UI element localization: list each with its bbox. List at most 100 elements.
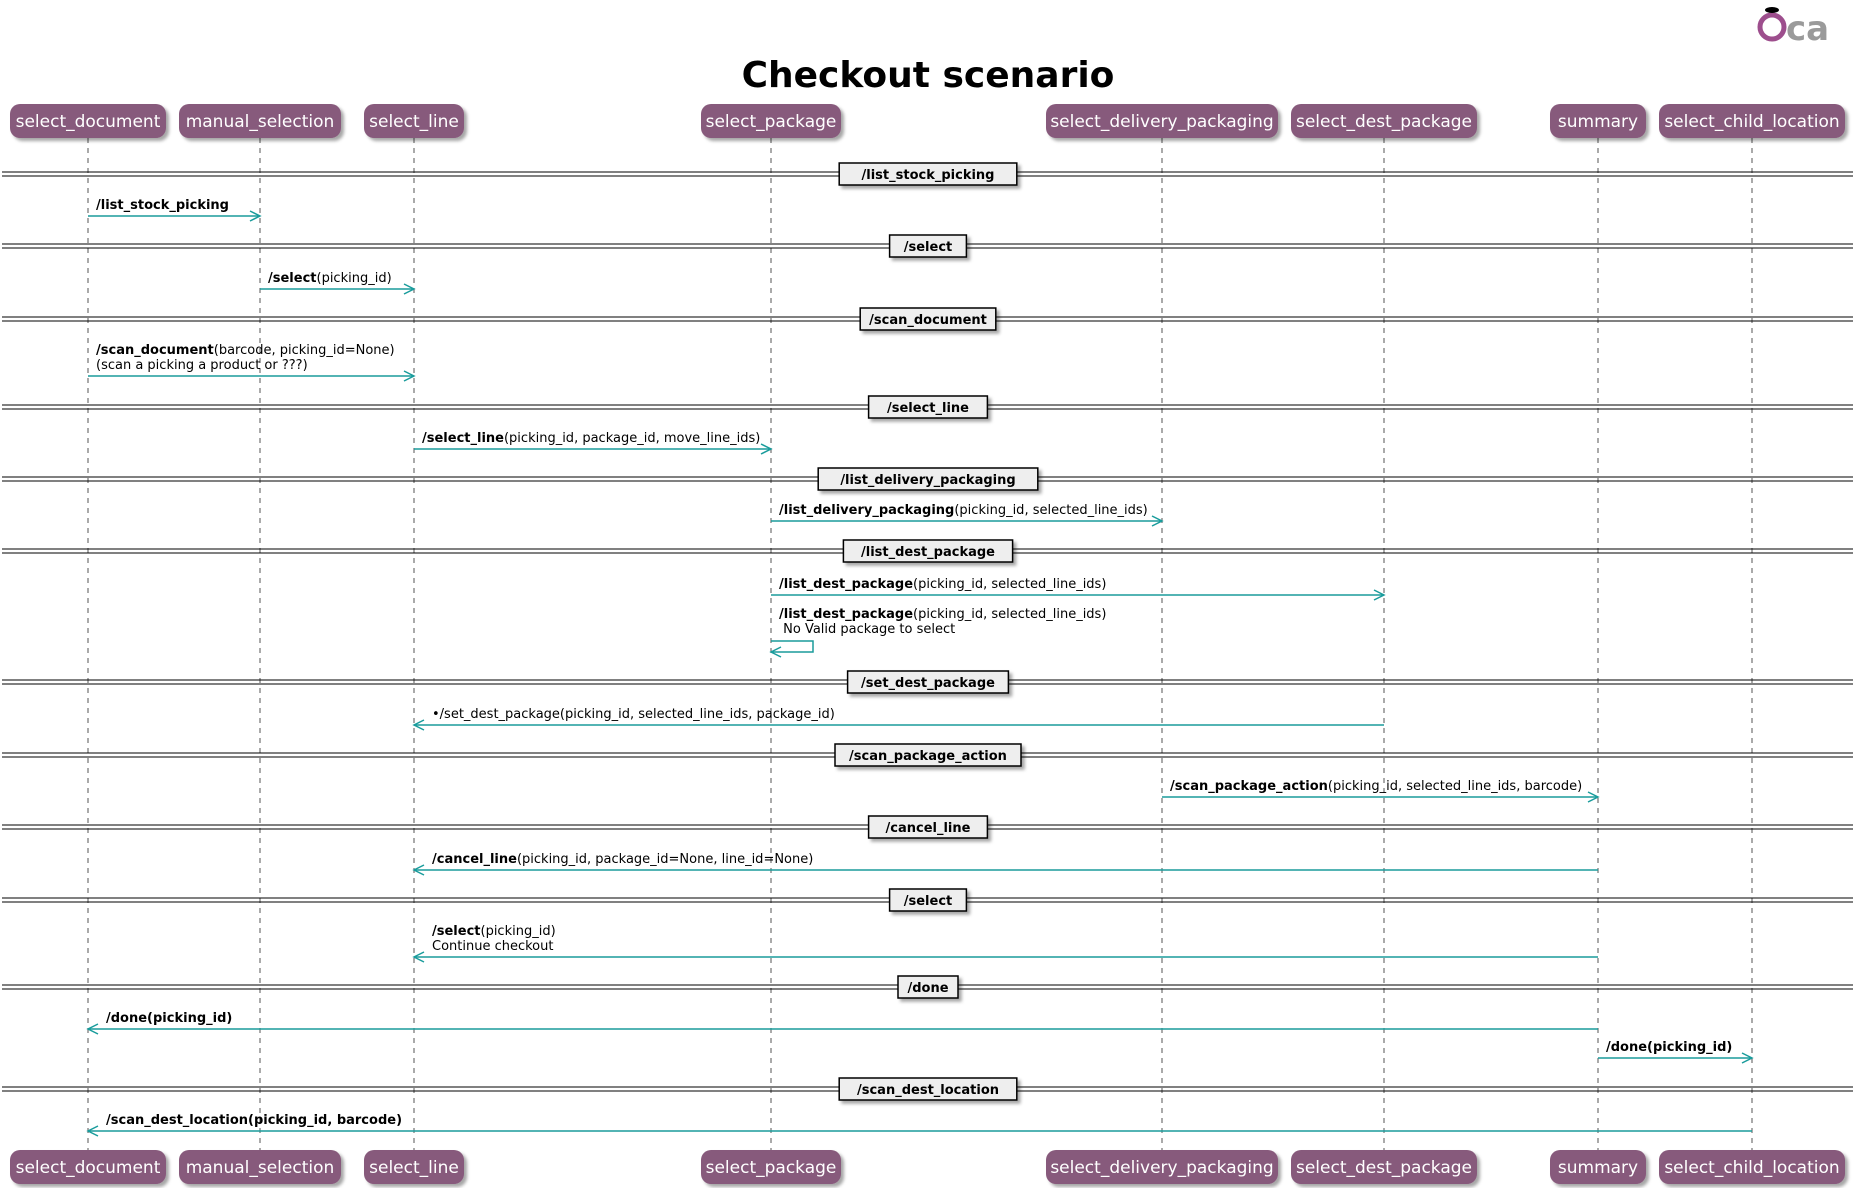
- participant-label: select_child_location: [1664, 1158, 1839, 1178]
- divider-label: /list_stock_picking: [862, 168, 995, 183]
- participant-label: select_package: [706, 1158, 837, 1178]
- oca-logo: ca: [1757, 7, 1829, 49]
- participant-bottom-select_dest_package: select_dest_package: [1291, 1150, 1477, 1184]
- divider: /scan_document: [2, 307, 1853, 331]
- participant-box: [10, 104, 166, 138]
- message-label: /done(picking_id): [1606, 1040, 1732, 1055]
- participant-top-select_package: select_package: [701, 104, 841, 138]
- participant-label: select_delivery_packaging: [1050, 112, 1273, 132]
- arrow-head: [1741, 1052, 1754, 1064]
- divider-label: /select: [904, 894, 953, 909]
- arrow-head: [249, 210, 262, 222]
- participant-label: select_dest_package: [1296, 1158, 1472, 1178]
- participant-box: [1291, 104, 1477, 138]
- participant-box: [1291, 1150, 1477, 1184]
- message: /select_line(picking_id, package_id, mov…: [414, 431, 773, 455]
- message-label: /scan_package_action(picking_id, selecte…: [1170, 779, 1582, 794]
- divider-label: /scan_dest_location: [857, 1083, 999, 1098]
- divider-label: /set_dest_package: [861, 676, 995, 691]
- message-label: /select(picking_id)Continue checkout: [432, 924, 556, 954]
- participant-label: select_document: [16, 112, 161, 132]
- participant-label: select_dest_package: [1296, 112, 1472, 132]
- arrow-head: [403, 283, 416, 295]
- arrow-head: [412, 951, 425, 963]
- participant-box: [1550, 104, 1646, 138]
- participant-top-select_document: select_document: [10, 104, 166, 138]
- page-title: Checkout scenario: [742, 55, 1115, 96]
- divider: /scan_dest_location: [2, 1077, 1853, 1101]
- participant-box: [10, 1150, 166, 1184]
- participant-box: [1659, 104, 1845, 138]
- divider-box: [834, 743, 1022, 767]
- message: /select(picking_id): [260, 271, 416, 295]
- participant-label: summary: [1558, 112, 1638, 132]
- divider-box: [846, 670, 1010, 694]
- participant-top-summary: summary: [1550, 104, 1646, 138]
- message: /list_delivery_packaging(picking_id, sel…: [771, 503, 1164, 527]
- message: /list_dest_package(picking_id, selected_…: [771, 577, 1386, 601]
- divider-box: [888, 888, 968, 912]
- message-label: /scan_document(barcode, picking_id=None)…: [96, 343, 395, 373]
- participant-label: select_delivery_packaging: [1050, 1158, 1273, 1178]
- divider: /list_stock_picking: [2, 162, 1853, 186]
- participant-box: [1046, 1150, 1278, 1184]
- participant-box: [179, 1150, 341, 1184]
- divider: /list_delivery_packaging: [2, 467, 1853, 491]
- participant-label: select_line: [369, 112, 459, 132]
- participant-box: [364, 104, 464, 138]
- message: /scan_package_action(picking_id, selecte…: [1162, 779, 1600, 803]
- arrow-head: [1373, 589, 1386, 601]
- message-label: •/set_dest_package(picking_id, selected_…: [432, 707, 835, 722]
- participant-label: select_child_location: [1664, 112, 1839, 132]
- logo-hat-mark: [1765, 7, 1779, 13]
- arrow-head: [412, 719, 425, 731]
- participant-box: [1046, 104, 1278, 138]
- divider-box: [842, 539, 1014, 563]
- message-label: /list_dest_package(picking_id, selected_…: [779, 607, 1106, 637]
- participant-box: [1550, 1150, 1646, 1184]
- message-label: /done(picking_id): [106, 1011, 232, 1026]
- participant-label: manual_selection: [186, 1158, 335, 1178]
- divider-box: [897, 975, 959, 999]
- message: /scan_document(barcode, picking_id=None)…: [88, 343, 416, 382]
- self-message: /list_dest_package(picking_id, selected_…: [769, 607, 1106, 658]
- participant-top-select_delivery_packaging: select_delivery_packaging: [1046, 104, 1278, 138]
- logo-o-mark: [1757, 12, 1787, 42]
- divider: /select_line: [2, 395, 1853, 419]
- logo-ca-mark: ca: [1786, 9, 1829, 49]
- participant-bottom-select_package: select_package: [701, 1150, 841, 1184]
- divider-label: /done: [907, 981, 948, 996]
- divider-label: /list_delivery_packaging: [840, 473, 1015, 488]
- participant-bottom-summary: summary: [1550, 1150, 1646, 1184]
- message: /list_stock_picking: [88, 198, 262, 222]
- participant-label: select_line: [369, 1158, 459, 1178]
- message: /scan_dest_location(picking_id, barcode): [86, 1113, 1752, 1137]
- arrow-head: [1587, 791, 1600, 803]
- participant-box: [701, 104, 841, 138]
- divider-box: [867, 395, 989, 419]
- arrow-head: [86, 1125, 99, 1137]
- divider-box: [867, 815, 989, 839]
- arrow-head: [403, 370, 416, 382]
- self-arrow-line: [771, 640, 814, 653]
- participant-bottom-select_document: select_document: [10, 1150, 166, 1184]
- arrow-head: [769, 646, 782, 658]
- arrow-head: [1151, 515, 1164, 527]
- participant-bottom-select_child_location: select_child_location: [1659, 1150, 1845, 1184]
- participant-top-select_line: select_line: [364, 104, 464, 138]
- message-label: /scan_dest_location(picking_id, barcode): [106, 1113, 402, 1128]
- divider-label: /list_dest_package: [861, 545, 995, 560]
- divider-box: [859, 307, 997, 331]
- participant-top-manual_selection: manual_selection: [179, 104, 341, 138]
- participant-box: [701, 1150, 841, 1184]
- participant-bottom-select_delivery_packaging: select_delivery_packaging: [1046, 1150, 1278, 1184]
- participant-label: manual_selection: [186, 112, 335, 132]
- divider: /done: [2, 975, 1853, 999]
- divider-label: /scan_document: [869, 313, 987, 328]
- participant-box: [364, 1150, 464, 1184]
- arrow-head: [86, 1023, 99, 1035]
- message: •/set_dest_package(picking_id, selected_…: [412, 707, 1384, 731]
- divider-label: /cancel_line: [886, 821, 971, 836]
